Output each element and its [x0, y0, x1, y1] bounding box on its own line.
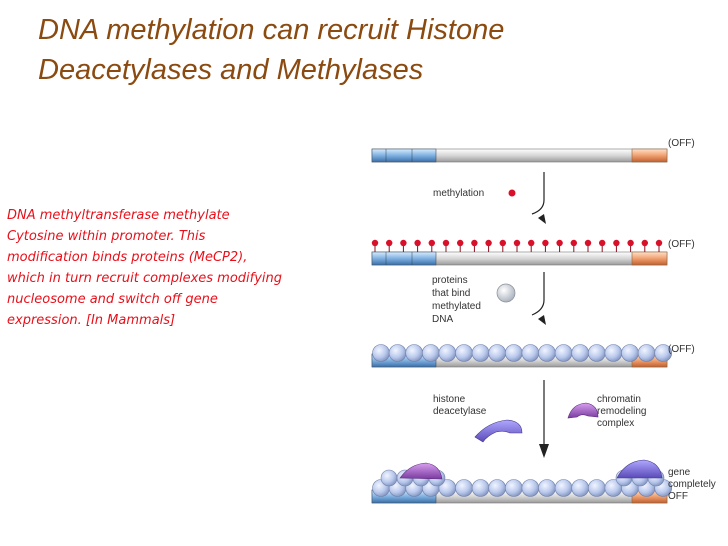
methyl-mark [513, 239, 521, 252]
methyl-mark [542, 239, 549, 252]
methyl-mark [471, 239, 478, 252]
slide-title: DNA methylation can recruit Histone Deac… [38, 10, 638, 90]
nucleosome [380, 469, 398, 487]
gene-off-label: gene completely OFF [668, 467, 719, 502]
step-arrow [531, 172, 545, 215]
nucleosome [538, 344, 556, 362]
dna-strand-methylated [371, 251, 668, 266]
nucleosome [571, 479, 590, 497]
nucleosome [571, 344, 590, 362]
methyl-mark [499, 239, 506, 252]
nucleosome [504, 344, 523, 362]
methyl-mark [442, 239, 450, 252]
nucleosome [455, 344, 473, 362]
nucleosome [654, 344, 673, 362]
methyl-marks [371, 239, 663, 252]
nucleosome [488, 479, 507, 497]
state-label-off: (OFF) [668, 344, 695, 355]
methyl-mark [457, 239, 464, 252]
protein-label: proteins that bind methylated DNA [432, 275, 484, 325]
nucleosome [405, 344, 424, 362]
methylation-label: methylation [433, 188, 484, 199]
description-line: nucleosome and switch off gene [7, 292, 218, 307]
nucleosome [587, 479, 606, 497]
nucleosome [471, 344, 490, 362]
nucleosome [637, 344, 656, 362]
chromatin-remodeler-icon [567, 402, 599, 419]
methyl-mark [599, 239, 606, 252]
description-line: expression. [In Mammals] [7, 313, 176, 328]
bound-deacetylase-icon [616, 459, 663, 479]
slide-title-line-2: Deacetylases and Methylases [38, 54, 424, 86]
nucleosome [455, 479, 473, 497]
methyl-mark [400, 239, 407, 252]
description-line: DNA methyltransferase methylate [7, 208, 230, 223]
methyl-mark [584, 239, 592, 252]
nucleosome [621, 344, 639, 362]
description-text: DNA methyltransferase methylate Cytosine… [7, 205, 357, 331]
bound-remodeler-icon [399, 462, 443, 480]
methyl-mark [556, 239, 563, 252]
description-line: which in turn recruit complexes modifyin… [7, 271, 283, 286]
state-label-off: (OFF) [668, 138, 695, 149]
nucleosome [504, 479, 523, 497]
arrowhead-icon [538, 214, 546, 224]
methyl-mark [641, 239, 648, 252]
nucleosome [521, 479, 540, 497]
arrowhead-icon [538, 315, 546, 325]
arrowhead-icon [539, 444, 549, 458]
methyl-mark [386, 239, 393, 252]
methyl-mark [570, 239, 577, 252]
nucleosome-row [372, 344, 673, 362]
nucleosome [421, 344, 440, 362]
nucleosome [388, 344, 407, 362]
nucleosome [471, 479, 490, 497]
methyl-mark [655, 239, 663, 252]
nucleosome [554, 479, 573, 497]
methyl-mark [528, 239, 535, 252]
histone-deacetylase-label: histone deacetylase [433, 394, 487, 417]
state-label-off: (OFF) [668, 239, 695, 250]
methyl-mark [428, 239, 435, 252]
description-line: modification binds proteins (MeCP2), [7, 250, 248, 265]
dna-strand-unmethylated [371, 148, 668, 163]
nucleosome [587, 344, 606, 362]
methyl-mark [485, 239, 492, 252]
methyl-mark [414, 239, 421, 252]
nucleosome [488, 344, 507, 362]
methyl-mark [613, 239, 620, 252]
slide-title-line-1: DNA methylation can recruit Histone [38, 14, 505, 46]
histone-deacetylase-icon [474, 419, 523, 443]
chromatin-remodeling-label: chromatin remodeling complex [597, 394, 649, 429]
methyl-group-icon [508, 189, 516, 197]
nucleosome [538, 479, 556, 497]
mecp2-protein-icon [496, 283, 516, 303]
methyl-mark [371, 239, 379, 252]
nucleosome [521, 344, 540, 362]
nucleosome [438, 344, 457, 362]
step-arrow [531, 272, 545, 316]
nucleosome [554, 344, 573, 362]
methyl-mark [627, 239, 634, 252]
nucleosome [372, 344, 390, 362]
nucleosome [604, 344, 623, 362]
description-line: Cytosine within promoter. This [7, 229, 206, 244]
